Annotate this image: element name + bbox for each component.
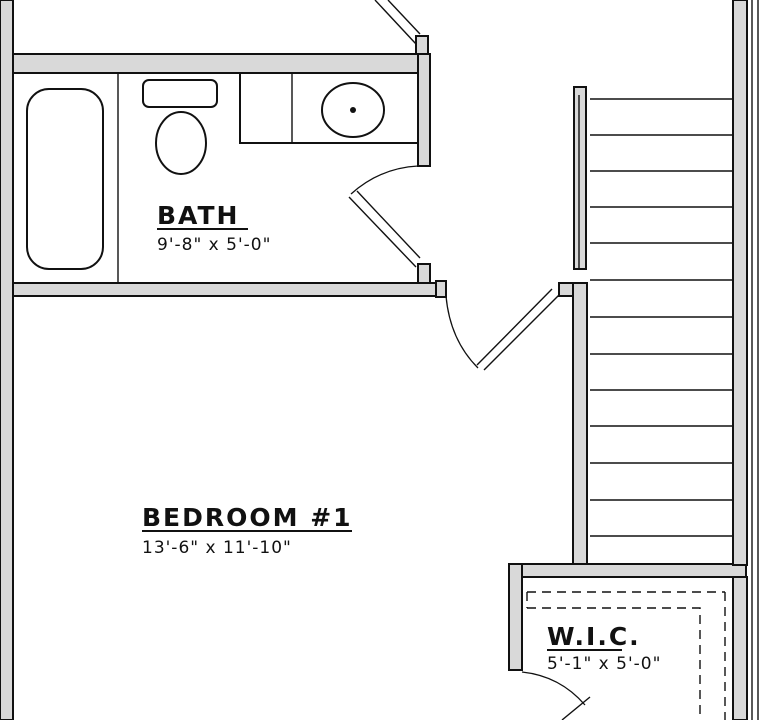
- wic-shelving: [526, 591, 726, 720]
- bedroom-door-leaf: [476, 288, 553, 366]
- bath-door-leaf: [348, 196, 417, 268]
- bath-door-swing: [350, 165, 419, 195]
- bath-fixtures: [26, 72, 419, 283]
- bedroom-door-leaf-edge: [483, 294, 560, 371]
- bedroom-door-swing: [445, 295, 479, 369]
- upper-door-leaf-edge: [387, 0, 421, 35]
- room-dimensions: 13'-6" x 11'-10": [142, 538, 292, 558]
- left-exterior-wall: [0, 0, 14, 720]
- room-dimensions: 5'-1" x 5'-0": [547, 654, 661, 674]
- stair-side-wall: [572, 282, 588, 565]
- bath-label: BATH 9'-8" x 5'-0": [157, 201, 271, 255]
- bath-bedroom-wall: [12, 282, 444, 297]
- toilet-tank: [142, 79, 218, 108]
- room-name: BATH: [157, 201, 239, 230]
- stair-rail-wall: [573, 86, 587, 270]
- room-name: W.I.C.: [547, 622, 641, 651]
- bedroom-door[interactable]: [445, 288, 560, 371]
- upper-room-wall: [12, 53, 419, 74]
- toilet-bowl: [155, 111, 207, 175]
- upper-door-leaf: [374, 0, 417, 45]
- bath-door[interactable]: [348, 165, 421, 268]
- staircase: [578, 95, 733, 537]
- right-exterior-wall: [732, 0, 748, 566]
- bath-right-wall-upper: [417, 53, 431, 167]
- bedroom-label: BEDROOM #1 13'-6" x 11'-10": [142, 503, 353, 558]
- wic-door[interactable]: [521, 671, 591, 720]
- room-name: BEDROOM #1: [142, 503, 353, 532]
- bathtub: [26, 88, 104, 270]
- wic-shelf-line: [527, 607, 701, 720]
- upper-door-jamb: [415, 35, 429, 55]
- bedroom-door-jamb: [435, 280, 447, 298]
- right-exterior-wall-lower: [732, 576, 748, 720]
- wic-door-swing: [521, 671, 586, 706]
- wic-top-wall: [508, 563, 747, 578]
- wic-left-wall: [508, 563, 523, 671]
- room-dimensions: 9'-8" x 5'-0": [157, 235, 271, 255]
- doors: [348, 165, 591, 720]
- wic-door-leaf: [561, 696, 591, 720]
- bath-door-leaf-edge: [356, 190, 421, 259]
- wic-label: W.I.C. 5'-1" x 5'-0": [547, 622, 661, 674]
- sink-drain-icon: [350, 107, 356, 113]
